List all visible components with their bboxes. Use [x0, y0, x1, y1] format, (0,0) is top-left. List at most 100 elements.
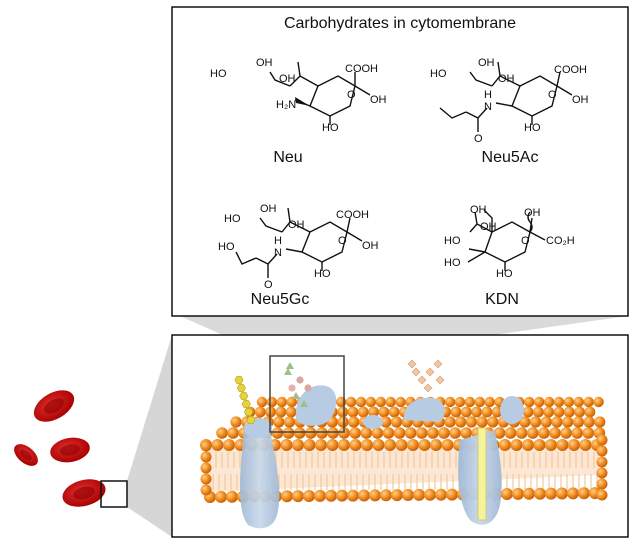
lipid-head	[523, 487, 535, 500]
lipid-head	[303, 490, 315, 503]
lipid-head	[200, 440, 212, 452]
lipid-head	[215, 490, 227, 503]
neu5ac-n: N	[484, 101, 492, 113]
lipid-head	[540, 416, 552, 428]
lipid-head	[560, 427, 572, 439]
kdn-oh-c4: HO	[496, 268, 513, 280]
lipid-head	[460, 406, 472, 418]
neu-oh-c4: HO	[322, 122, 339, 134]
structure-neu5gc: COOH OH O H N O HO HO HO OH OH Neu5Gc	[218, 203, 379, 308]
carbohydrate-panel	[171, 6, 629, 317]
lipid-head	[349, 439, 362, 451]
lipid-head	[223, 439, 235, 451]
lipid-head	[337, 406, 349, 418]
lipid-head	[372, 439, 385, 451]
glycan-residue	[435, 375, 445, 385]
neu-oh-side2: OH	[256, 57, 273, 69]
lipid-head	[568, 439, 580, 451]
lipid-head	[563, 396, 575, 408]
glycan-hexose	[244, 408, 254, 416]
neu5ac-cooh: COOH	[554, 64, 587, 76]
lipid-head	[345, 396, 357, 408]
red-blood-cells	[14, 390, 106, 507]
lipid-head	[395, 396, 406, 408]
lipid-head	[390, 416, 403, 428]
label-neu: Neu	[273, 149, 302, 166]
lipid-head	[487, 416, 499, 428]
lipid-head	[254, 406, 266, 418]
lipid-head	[368, 406, 379, 418]
glycan-hexose	[234, 376, 244, 384]
lipid-head	[371, 427, 384, 439]
neu5gc-oh-side2: OH	[260, 203, 277, 215]
lipid-head	[404, 427, 417, 439]
lipid-head	[338, 427, 350, 439]
structure-neu: COOH OH O H₂N HO HO OH OH Neu	[210, 57, 387, 166]
lipid-head	[336, 489, 348, 502]
kdn-oh-anomeric: OH	[524, 207, 541, 219]
lipid-head	[280, 439, 293, 451]
lipid-head	[438, 427, 450, 439]
zoom-box	[269, 355, 345, 433]
lipid-head	[545, 487, 557, 500]
neu-amine: H₂N	[276, 99, 296, 111]
glycan-residue	[411, 367, 421, 377]
lipid-head	[226, 490, 238, 503]
neu5gc-cooh: COOH	[336, 209, 369, 221]
lipid-head	[464, 396, 476, 408]
lipid-head	[572, 416, 585, 428]
lipid-head	[545, 439, 557, 451]
lipid-head	[538, 427, 550, 439]
membrane-proteins	[240, 385, 524, 529]
neu5ac-oh-anomeric: OH	[572, 94, 589, 106]
kdn-ring-o: O	[521, 235, 530, 247]
lipid-head	[393, 427, 406, 439]
lipid-head	[562, 416, 574, 428]
lipid-head	[349, 427, 362, 439]
lipid-head	[325, 489, 337, 502]
glycan-residue	[288, 384, 296, 392]
lipid-head	[553, 406, 565, 418]
kdn-oh-side2: OH	[480, 221, 497, 233]
glycan-residue	[425, 367, 435, 377]
lipid-head	[347, 406, 359, 418]
lipid-head	[524, 396, 535, 408]
lipid-head	[527, 427, 539, 439]
lipid-head	[435, 488, 447, 501]
lipid-head	[446, 488, 458, 501]
neu5gc-oh-c4: HO	[314, 268, 331, 280]
kdn-oh-side1: OH	[470, 204, 487, 216]
lipid-head	[556, 439, 569, 451]
neu5gc-ring-o: O	[338, 235, 347, 247]
glycan-residue	[433, 359, 443, 369]
lipid-head	[424, 488, 436, 501]
cell-zoom-box	[100, 480, 128, 508]
lipid-head	[553, 396, 565, 408]
neu5ac-oh-side3: OH	[498, 73, 515, 85]
neu-oh-side3: OH	[279, 73, 296, 85]
lipid-head	[347, 489, 359, 502]
lipid-head	[534, 396, 545, 408]
lipid-head	[200, 451, 212, 463]
lipid-head	[476, 416, 488, 428]
lipid-head	[418, 439, 431, 451]
lipid-head	[216, 427, 228, 439]
neu5gc-nh: H	[274, 235, 282, 247]
glycan-residue	[417, 375, 427, 385]
lipid-head	[211, 439, 224, 451]
channel-pore	[477, 427, 487, 521]
glycan-hexose	[239, 392, 249, 400]
lipid-head	[271, 427, 284, 439]
lipid-head	[256, 396, 268, 408]
lipid-head	[454, 396, 466, 408]
lipid-head	[416, 427, 428, 439]
lipid-head	[510, 439, 523, 451]
kdn-oh-c7: HO	[444, 235, 461, 247]
lipid-head	[338, 439, 350, 451]
lipid-head	[327, 427, 339, 439]
lipid-head	[444, 396, 456, 408]
lipid-head	[593, 396, 604, 408]
glycan-residue	[286, 362, 294, 369]
lipid-head	[380, 489, 392, 502]
lipid-head	[286, 396, 297, 408]
